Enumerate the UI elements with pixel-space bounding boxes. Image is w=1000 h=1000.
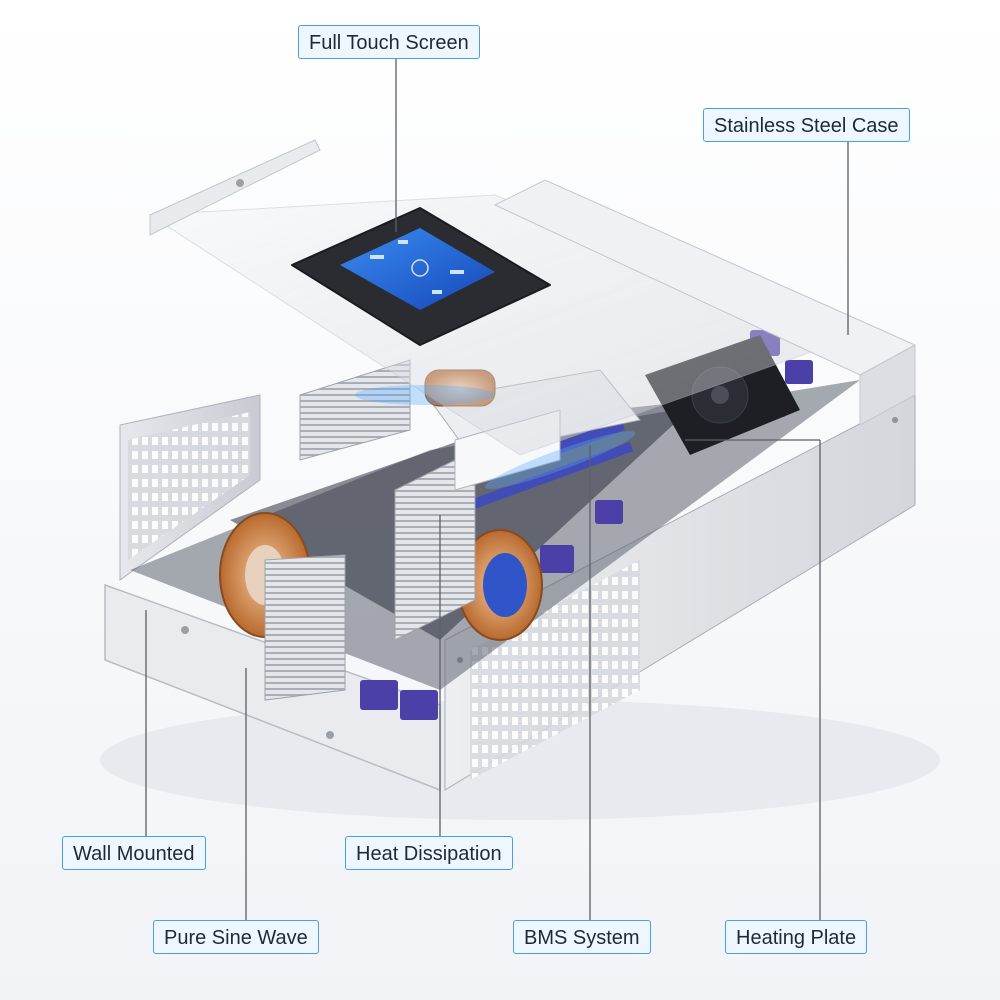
stainless-steel-case-label: Stainless Steel Case — [703, 108, 910, 142]
bms-system-label: BMS System — [513, 920, 651, 954]
touch-screen-graphic — [291, 207, 551, 346]
wall-mounted-label: Wall Mounted — [62, 836, 206, 870]
pure-sine-wave-label: Pure Sine Wave — [153, 920, 319, 954]
heat-dissipation-label: Heat Dissipation — [345, 836, 513, 870]
heating-plate-label: Heating Plate — [725, 920, 868, 954]
full-touch-screen-label: Full Touch Screen — [298, 25, 480, 59]
